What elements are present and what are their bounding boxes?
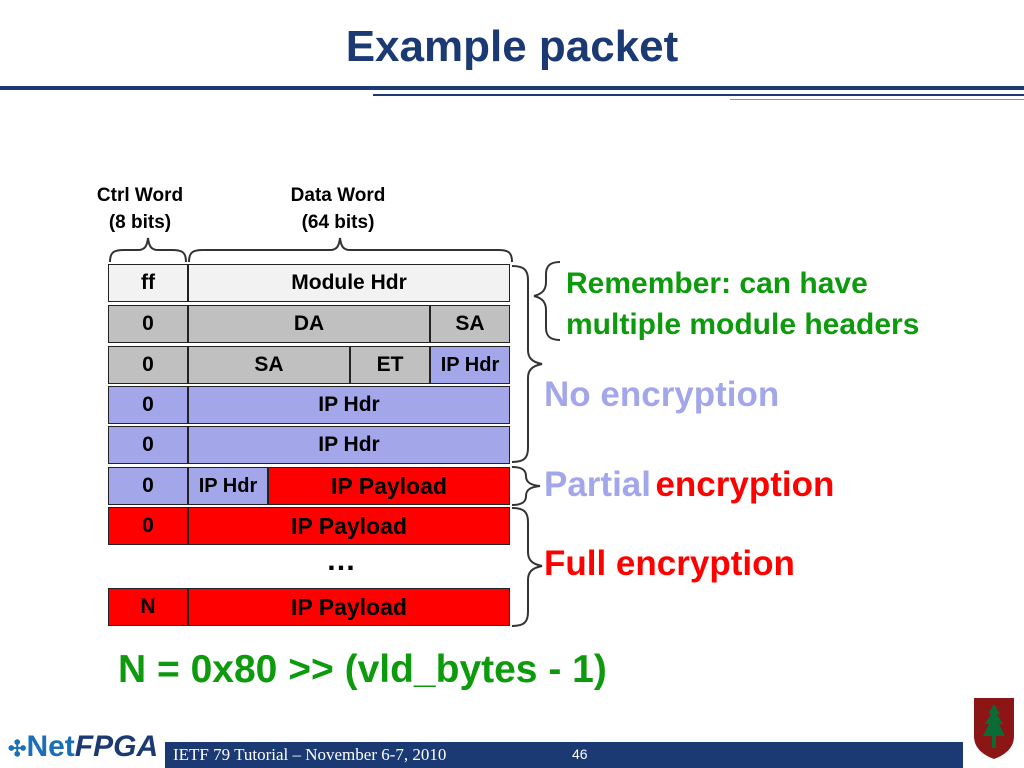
data-cell-ip-hdr: IP Hdr <box>188 426 510 464</box>
ctrl-cell: 0 <box>108 386 188 424</box>
data-cell-module-hdr: Module Hdr <box>188 264 510 302</box>
formula: N = 0x80 >> (vld_bytes - 1) <box>118 648 607 691</box>
data-word-label-line1: Data Word <box>290 185 386 206</box>
data-word-label: Data Word (64 bits) <box>268 182 408 236</box>
ctrl-word-label: Ctrl Word (8 bits) <box>80 182 200 236</box>
ctrl-cell: ff <box>108 264 188 302</box>
full-encryption-brace <box>511 507 543 627</box>
no-encryption-label: No encryption <box>544 375 780 414</box>
data-cell-et: ET <box>350 346 430 384</box>
data-cell-ip-payload: IP Payload <box>188 507 510 545</box>
data-cell-ip-payload: IP Payload <box>188 588 510 626</box>
data-word-label-line2: (64 bits) <box>301 212 375 233</box>
data-cell-sa: SA <box>188 346 350 384</box>
data-word-brace <box>188 237 513 263</box>
remember-brace <box>533 261 561 341</box>
ctrl-word-label-line2: (8 bits) <box>108 212 172 233</box>
title-underline <box>0 86 1024 90</box>
ctrl-cell: 0 <box>108 507 188 545</box>
logo-net: Net <box>26 730 75 763</box>
ctrl-word-brace <box>109 237 187 263</box>
netfpga-swirl-icon: ✣ <box>8 736 27 761</box>
netfpga-logo: ✣NetFPGA <box>8 730 158 764</box>
data-cell-ip-hdr: IP Hdr <box>430 346 510 384</box>
data-cell-ip-payload: IP Payload <box>268 467 510 505</box>
ctrl-cell: N <box>108 588 188 626</box>
ellipsis: … <box>326 544 356 577</box>
data-cell-da: DA <box>188 305 430 343</box>
partial-word: Partial <box>544 465 651 504</box>
footer-bar <box>165 742 963 768</box>
data-cell-ip-hdr: IP Hdr <box>188 386 510 424</box>
logo-fpga: FPGA <box>74 730 159 763</box>
no-encryption-brace <box>511 265 543 463</box>
ctrl-word-label-line1: Ctrl Word <box>96 185 184 206</box>
remember-line2: multiple module headers <box>566 308 920 341</box>
ctrl-cell: 0 <box>108 346 188 384</box>
ctrl-cell: 0 <box>108 305 188 343</box>
page-number: 46 <box>572 746 588 762</box>
remember-line1: Remember: can have <box>566 267 868 300</box>
ctrl-cell: 0 <box>108 467 188 505</box>
partial-encryption-word: encryption <box>655 465 835 504</box>
title-underline-thin <box>373 94 1024 96</box>
partial-encryption-brace <box>511 466 541 506</box>
data-cell-sa: SA <box>430 305 510 343</box>
slide-title: Example packet <box>345 22 679 71</box>
ctrl-cell: 0 <box>108 426 188 464</box>
partial-encryption-label: Partial encryption <box>544 465 834 505</box>
remember-note: Remember: can have multiple module heade… <box>566 263 919 345</box>
data-cell-ip-hdr: IP Hdr <box>188 467 268 505</box>
title-underline-faint <box>730 99 1024 100</box>
footer-text: IETF 79 Tutorial – November 6-7, 2010 <box>173 745 447 764</box>
stanford-tree-icon <box>974 698 1014 759</box>
full-encryption-label: Full encryption <box>544 544 795 583</box>
